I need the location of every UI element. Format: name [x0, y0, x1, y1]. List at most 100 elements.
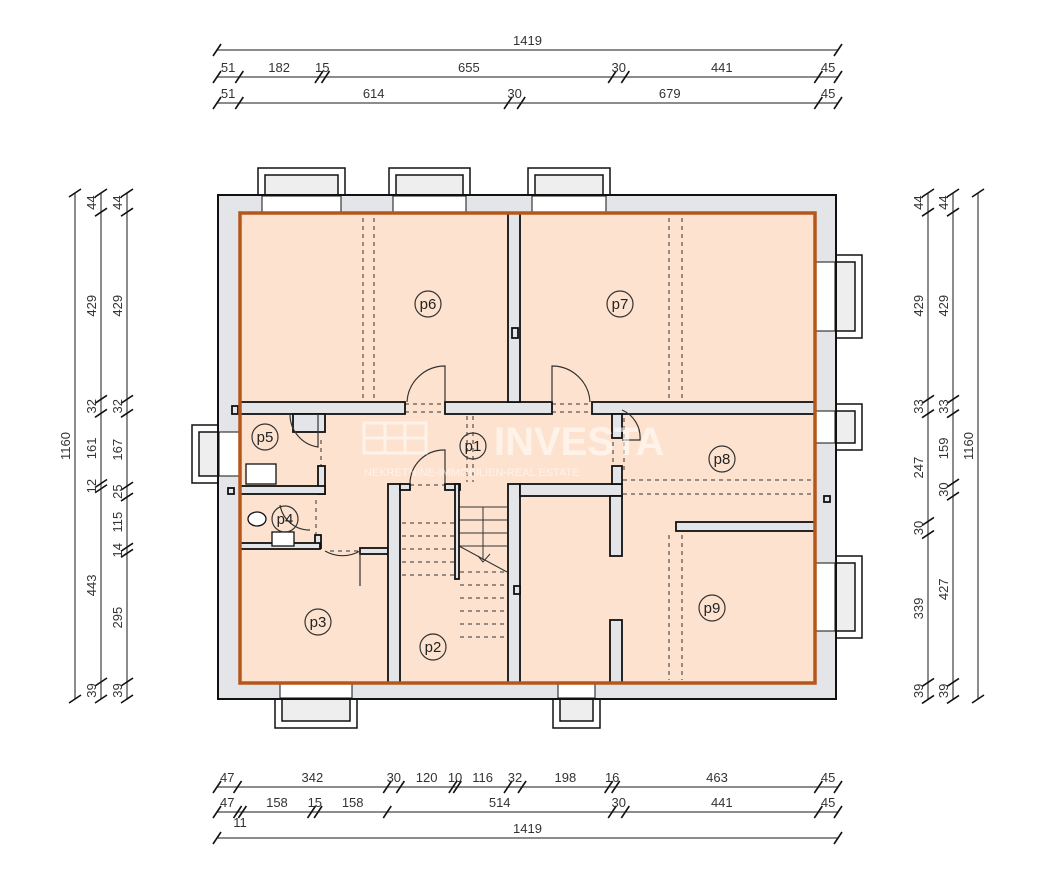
room-label-p6: p6	[414, 290, 442, 318]
dimension-value: 30	[387, 770, 401, 785]
dimension-tick	[320, 70, 331, 84]
dimension-tick	[234, 96, 244, 110]
dimension-tick	[306, 805, 317, 819]
dimension-value: 32	[110, 399, 125, 413]
dimension-tick	[212, 43, 222, 57]
dimension-tick	[921, 207, 935, 217]
dimension-value: 429	[936, 295, 951, 317]
room-label-text: p8	[714, 451, 731, 468]
window	[191, 424, 222, 484]
dimension-value: 39	[911, 684, 926, 698]
dimension-tick	[921, 409, 935, 419]
dimension-tick	[237, 805, 248, 819]
dimension-value: 32	[508, 770, 522, 785]
window-openings	[218, 195, 836, 699]
dimension-value: 182	[268, 60, 290, 75]
room-label-text: p3	[310, 614, 327, 631]
dimension-value: 44	[911, 195, 926, 209]
dimension-value: 39	[84, 683, 99, 697]
dimension-value: 47	[220, 770, 234, 785]
dimension-tick	[833, 43, 843, 57]
dimension-tick	[232, 780, 243, 794]
dimension-tick	[971, 188, 985, 198]
dimension-tick	[120, 677, 134, 687]
dimension-tick	[503, 96, 513, 110]
room-label-text: p1	[465, 438, 482, 455]
dimension-tick	[94, 188, 108, 198]
room-label-text: p6	[420, 296, 437, 313]
dimension-tick	[382, 780, 392, 794]
dimension-tick	[611, 780, 621, 794]
staircase	[458, 506, 508, 573]
dimension-value: 167	[110, 439, 125, 461]
dimension-value: 51	[221, 86, 235, 101]
dimension-tick	[946, 394, 960, 404]
room-label-circle	[414, 290, 442, 318]
dimension-tick	[946, 207, 960, 217]
dimension-value: 39	[110, 683, 125, 697]
dimension-tick	[94, 478, 108, 489]
dimension-tick	[120, 207, 134, 217]
dimension-value: 30	[612, 60, 626, 75]
room-label-p2: p2	[419, 633, 447, 661]
dimension-value: 463	[706, 770, 728, 785]
room-label-text: p5	[257, 429, 274, 446]
dimension-tick	[120, 188, 134, 198]
dimension-value: 25	[110, 484, 125, 498]
dimension-tick	[921, 188, 935, 198]
dimension-tick	[971, 694, 985, 704]
dimension-tick	[946, 478, 960, 488]
room-label-text: p9	[704, 600, 721, 617]
dimension-tick	[120, 542, 134, 552]
dimension-value: 514	[489, 795, 511, 810]
dimension-tick	[833, 70, 843, 84]
dimension-tick	[212, 96, 222, 110]
dimension-value: 45	[821, 795, 835, 810]
dimension-column-left: 1160	[58, 188, 82, 704]
dimension-value: 30	[612, 795, 626, 810]
dimension-tick	[448, 780, 458, 794]
dimension-value: 342	[302, 770, 324, 785]
dimension-tick	[813, 70, 823, 84]
dimension-tick	[68, 694, 82, 704]
dimension-tick	[120, 394, 134, 404]
dimension-value: 47	[220, 795, 234, 810]
dimension-value: 45	[821, 60, 835, 75]
room-label-circle	[419, 633, 447, 661]
dimension-value: 115	[110, 512, 125, 533]
dimension-tick	[232, 805, 243, 819]
doors	[279, 365, 641, 586]
sink-icon	[271, 531, 295, 547]
dimension-tick	[212, 70, 222, 84]
dimension-value: 116	[472, 770, 493, 785]
dimension-tick	[833, 780, 843, 794]
dimension-tick	[607, 805, 617, 819]
room-label-circle	[271, 505, 299, 533]
dashed-lines	[315, 218, 812, 680]
dimension-tick	[395, 780, 406, 794]
dimension-value: 427	[936, 578, 951, 600]
dimension-value: 11	[233, 815, 247, 830]
dimension-value: 32	[84, 399, 99, 413]
dimension-tick	[946, 677, 960, 688]
dimension-value: 443	[84, 575, 99, 597]
dimension-value: 120	[416, 770, 438, 785]
dimension-tick	[120, 481, 134, 491]
room-label-text: p7	[612, 296, 629, 313]
dimension-tick	[813, 96, 823, 110]
dimension-tick	[503, 780, 513, 794]
dimension-tick	[120, 492, 134, 502]
dimension-value: 679	[659, 86, 681, 101]
room-label-text: p4	[277, 511, 294, 528]
dimension-tick	[212, 805, 222, 819]
dimension-value: 44	[84, 195, 99, 209]
window	[274, 696, 358, 729]
dimension-value: 429	[84, 295, 99, 317]
dimension-value: 1160	[58, 432, 73, 460]
room-label-circle	[698, 594, 726, 622]
dimension-column-right: 1160	[961, 188, 985, 704]
dimension-tick	[212, 831, 222, 845]
dimension-value: 339	[911, 598, 926, 620]
